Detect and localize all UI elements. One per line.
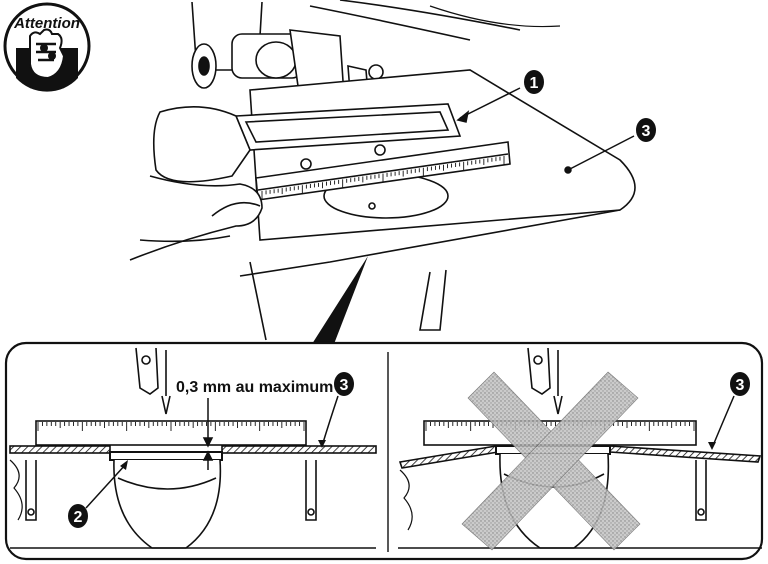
ruler-ticks-left: [37, 422, 305, 431]
callout-3-top: 3: [636, 118, 656, 142]
svg-text:1: 1: [530, 75, 539, 92]
machine-illustration: [129, 0, 636, 341]
callout-3-left: 3: [318, 372, 354, 448]
callout-leaders-top: [456, 87, 635, 174]
callout-2-left: 2: [68, 460, 128, 528]
attention-label: Attention: [13, 15, 80, 32]
callout-1-top: 1: [524, 70, 544, 94]
incorrect-cross: [461, 371, 641, 551]
svg-text:3: 3: [340, 377, 349, 394]
svg-text:3: 3: [736, 377, 745, 394]
svg-text:3: 3: [642, 123, 651, 140]
clearance-indicator: [202, 398, 214, 470]
detail-pointer: [312, 256, 368, 344]
svg-text:2: 2: [74, 509, 83, 526]
callout-3-right: 3: [708, 372, 750, 450]
attention-badge: Attention: [3, 2, 91, 92]
clearance-note: 0,3 mm au maximum: [176, 379, 333, 396]
ruler-ticks-top: [261, 156, 505, 200]
hand-icon: [29, 28, 66, 80]
